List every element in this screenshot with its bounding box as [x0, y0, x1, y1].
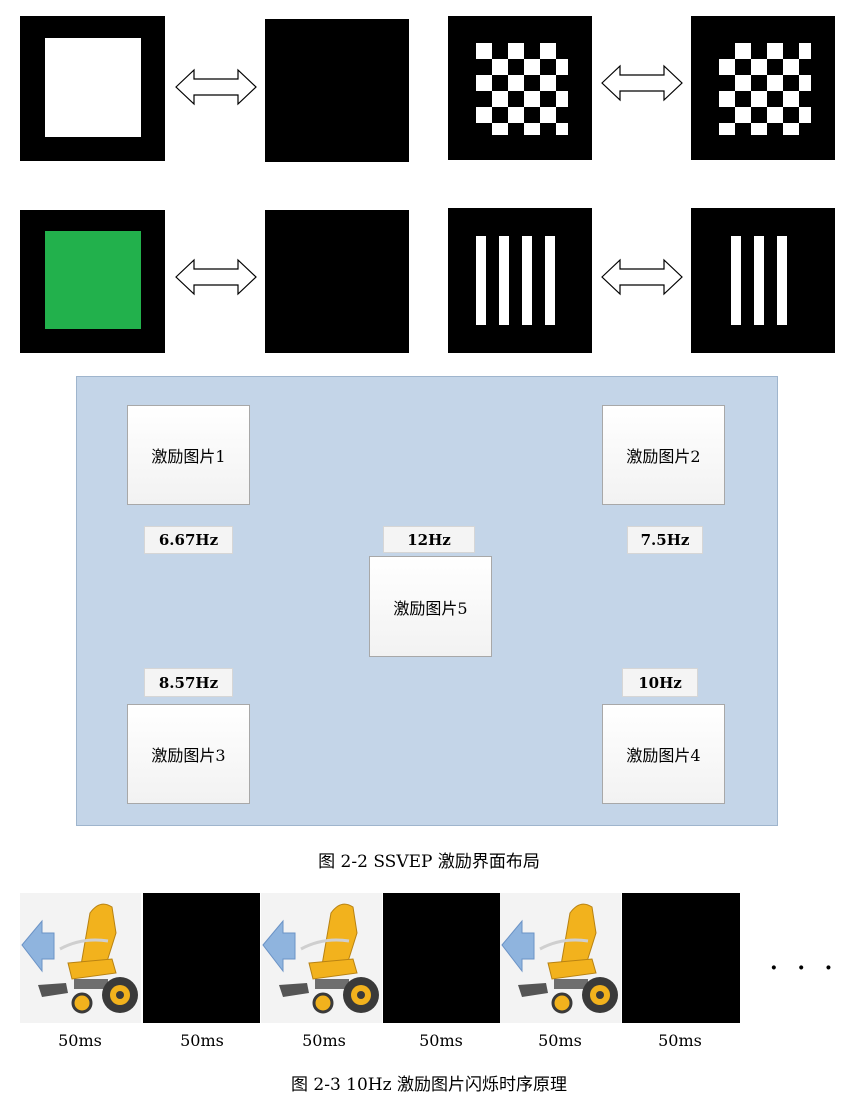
ellipsis: · · ·	[770, 955, 839, 981]
wheelchair-image	[20, 893, 141, 1023]
stimulus-box-4: 激励图片4	[602, 704, 725, 804]
duration-label: 50ms	[180, 1031, 224, 1050]
double-arrow-icon	[174, 258, 258, 296]
stimulus-box-1: 激励图片1	[127, 405, 250, 505]
stimulus-box-5: 激励图片5	[369, 556, 492, 657]
stimulus-label: 激励图片1	[151, 447, 226, 466]
black-frame	[143, 893, 260, 1023]
frequency-label-4: 10Hz	[622, 668, 698, 697]
duration-label: 50ms	[538, 1031, 582, 1050]
stimulus-label: 激励图片4	[626, 746, 701, 765]
stimulus-white-square-on	[20, 16, 165, 161]
frequency-label-2: 7.5Hz	[627, 526, 703, 554]
duration-label: 50ms	[302, 1031, 346, 1050]
double-arrow-icon	[600, 64, 684, 102]
black-frame	[622, 893, 740, 1023]
stimulus-label: 激励图片3	[151, 746, 226, 765]
stimulus-black-off	[265, 19, 409, 162]
double-arrow-icon	[174, 68, 258, 106]
stimulus-black-off	[265, 210, 409, 353]
stimulus-green-square-on	[20, 210, 165, 353]
stimulus-bars-b	[691, 208, 835, 353]
wheelchair-image	[500, 893, 621, 1023]
figure-caption-2-2: 图 2-2 SSVEP 激励界面布局	[318, 852, 540, 872]
frequency-label-3: 8.57Hz	[144, 668, 233, 697]
stimulus-bars-a	[448, 208, 592, 353]
stimulus-checkerboard-b	[691, 16, 835, 160]
green-square	[45, 231, 141, 329]
duration-label: 50ms	[658, 1031, 702, 1050]
duration-label: 50ms	[58, 1031, 102, 1050]
stimulus-box-3: 激励图片3	[127, 704, 250, 804]
frequency-label-1: 6.67Hz	[144, 526, 233, 554]
frequency-label-5: 12Hz	[383, 526, 475, 553]
duration-label: 50ms	[419, 1031, 463, 1050]
wheelchair-image	[261, 893, 382, 1023]
stimulus-box-2: 激励图片2	[602, 405, 725, 505]
stimulus-checkerboard-a	[448, 16, 592, 160]
black-frame	[383, 893, 500, 1023]
stimulus-label: 激励图片5	[393, 598, 468, 618]
double-arrow-icon	[600, 258, 684, 296]
figure-caption-2-3: 图 2-3 10Hz 激励图片闪烁时序原理	[290, 1075, 567, 1095]
stimulus-label: 激励图片2	[626, 447, 701, 466]
